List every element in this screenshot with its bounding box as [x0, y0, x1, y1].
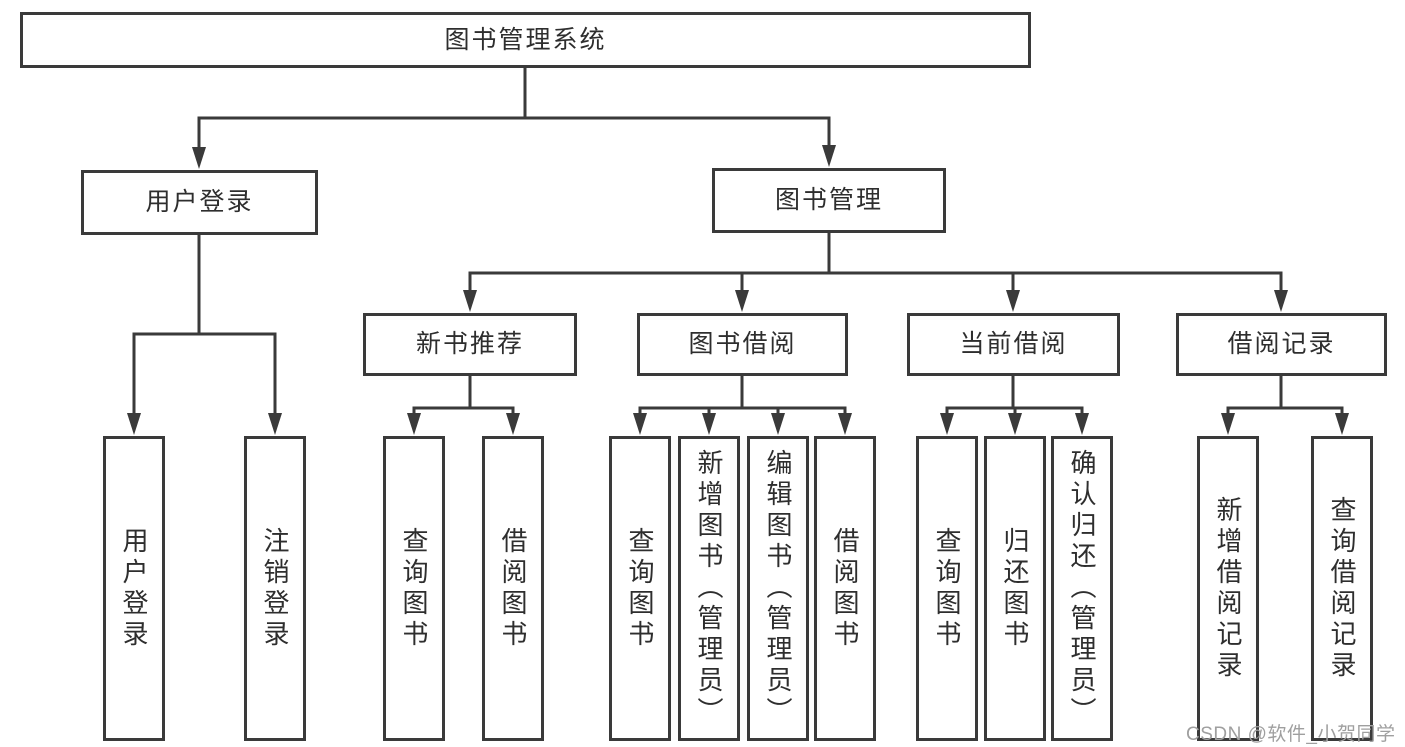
- node-current-borrow-label: 当前借阅: [959, 330, 1068, 358]
- node-new-book-recommend: 新书推荐: [363, 313, 577, 376]
- leaf-borrow-query-book-label: 查询图书: [625, 526, 655, 651]
- leaf-query-borrow-record-label: 查询借阅记录: [1327, 495, 1357, 682]
- node-user-login: 用户登录: [81, 170, 318, 235]
- leaf-confirm-return-admin: 确认归还（管理员）: [1051, 436, 1113, 741]
- node-book-borrow-label: 图书借阅: [688, 330, 797, 358]
- leaf-return-book-label: 归还图书: [1000, 526, 1030, 651]
- node-root-label: 图书管理系统: [444, 25, 607, 54]
- leaf-add-borrow-record: 新增借阅记录: [1197, 436, 1259, 741]
- leaf-edit-book-admin: 编辑图书（管理员）: [747, 436, 809, 741]
- node-user-login-label: 用户登录: [145, 188, 254, 216]
- leaf-add-borrow-record-label: 新增借阅记录: [1213, 495, 1243, 682]
- leaf-user-login: 用户登录: [103, 436, 165, 741]
- leaf-recommend-query-book-label: 查询图书: [399, 526, 429, 651]
- node-borrow-records: 借阅记录: [1176, 313, 1387, 376]
- leaf-recommend-query-book: 查询图书: [383, 436, 445, 741]
- leaf-current-query-book: 查询图书: [916, 436, 978, 741]
- leaf-edit-book-admin-label: 编辑图书（管理员）: [763, 449, 793, 728]
- leaf-borrow-query-book: 查询图书: [609, 436, 671, 741]
- leaf-user-login-label: 用户登录: [119, 526, 149, 651]
- leaf-logout-label: 注销登录: [260, 526, 290, 651]
- leaf-add-book-admin: 新增图书（管理员）: [678, 436, 740, 741]
- leaf-add-book-admin-label: 新增图书（管理员）: [694, 449, 724, 728]
- leaf-return-book: 归还图书: [984, 436, 1046, 741]
- leaf-logout: 注销登录: [244, 436, 306, 741]
- node-new-book-recommend-label: 新书推荐: [415, 330, 524, 358]
- node-current-borrow: 当前借阅: [907, 313, 1120, 376]
- node-borrow-records-label: 借阅记录: [1227, 330, 1336, 358]
- node-book-management: 图书管理: [712, 168, 946, 233]
- leaf-recommend-borrow-book: 借阅图书: [482, 436, 544, 741]
- leaf-query-borrow-record: 查询借阅记录: [1311, 436, 1373, 741]
- leaf-confirm-return-admin-label: 确认归还（管理员）: [1067, 449, 1097, 728]
- node-book-borrow: 图书借阅: [637, 313, 848, 376]
- csdn-watermark: CSDN @软件_小贺同学: [1186, 724, 1396, 745]
- leaf-borrow-book: 借阅图书: [814, 436, 876, 741]
- leaf-recommend-borrow-book-label: 借阅图书: [498, 526, 528, 651]
- node-root: 图书管理系统: [20, 12, 1031, 68]
- leaf-borrow-book-label: 借阅图书: [830, 526, 860, 651]
- node-book-management-label: 图书管理: [774, 186, 883, 214]
- leaf-current-query-book-label: 查询图书: [932, 526, 962, 651]
